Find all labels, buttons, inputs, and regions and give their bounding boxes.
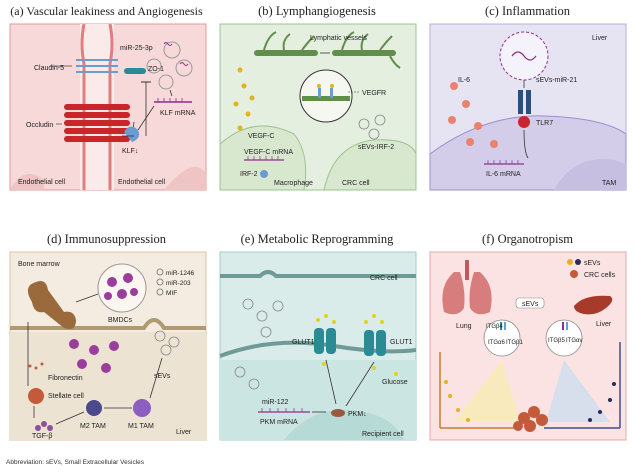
bmdcs-circle (97, 263, 147, 313)
sevs-box-label: sEVs (522, 301, 539, 308)
stellate-cell-label: Stellate cell (48, 393, 84, 400)
pkm-label: PKM↓ (348, 411, 367, 418)
bmdcs-label: BMDCs (108, 317, 133, 324)
itgav-label: ITGαv (566, 338, 582, 344)
lymphatic-vessels (254, 31, 401, 69)
legend-sevs-label: sEVs (584, 260, 601, 267)
itga6-label: ITGα6 (488, 340, 505, 346)
bone-marrow-label: Bone marrow (18, 261, 61, 268)
macrophage-cell (219, 125, 307, 191)
stellate-cell (28, 388, 44, 404)
irf-2-label: IRF-2 (240, 171, 258, 178)
tgf-b-label: TGF-β (32, 433, 52, 440)
glucose-dots (316, 314, 398, 376)
integrin-b5-sev (545, 319, 583, 357)
panel-e-title: (e) Metabolic Reprogramming (240, 232, 394, 246)
claudin-label: Claudin-5 (34, 65, 64, 72)
fibronectin-label: Fibronectin (48, 375, 83, 382)
liver-label-d: Liver (176, 429, 192, 436)
klf-protein (124, 126, 140, 142)
panel-e-metabolic: (e) Metabolic Reprogramming (214, 232, 420, 444)
crc-cell (323, 139, 417, 191)
panel-c-inflammation: (c) Inflammation Liver sEVs-miR-21 IL-6 … (424, 4, 631, 194)
panel-d-title: (d) Immunosuppression (46, 232, 167, 246)
il-6-dots (448, 82, 498, 148)
endothelial-cell-right-label: Endothelial cell (118, 179, 166, 186)
itgb1-label: ITGβ1 (506, 340, 523, 346)
mir-203-label: miR-203 (166, 280, 191, 287)
panel-c-title: (c) Inflammation (484, 4, 571, 18)
m2-tam-label: M2 TAM (80, 423, 106, 430)
klf-mrna-label: KLF mRNA (160, 110, 196, 117)
tam-label: TAM (602, 180, 616, 187)
panel-c-illustration: Liver sEVs-miR-21 IL-6 TLR7 IL-6 mRNA TA… (429, 23, 627, 191)
itgb5-label: ITGβ5 (548, 338, 565, 344)
crc-cell-label: CRC cell (342, 180, 370, 187)
occludin-proteins (64, 104, 130, 142)
bone-icon (27, 281, 76, 329)
endothelial-cell-left-label: Endothelial cell (18, 179, 66, 186)
liver-icon (574, 295, 613, 315)
panel-f-title: (f) Organotropism (481, 232, 574, 246)
liver-label: Liver (592, 35, 608, 42)
integrin-b4-sev (483, 319, 521, 357)
pkm-protein (331, 409, 345, 417)
lung-label: Lung (456, 323, 472, 330)
lung-icon (442, 260, 492, 315)
sevs-mir-21-label: sEVs-miR-21 (536, 77, 577, 84)
zo-1-label: ZO-1 (148, 66, 164, 73)
recipient-cell-label: Recipient cell (362, 431, 404, 438)
glucose-label: Glucose (382, 379, 408, 386)
panel-f-organotropism: (f) Organotropism (424, 232, 631, 444)
bmdcs-in-liver (69, 339, 119, 373)
sevs-cluster (146, 41, 193, 90)
m1-tam-label: M1 TAM (128, 423, 154, 430)
klf-label: KLF↓ (122, 148, 138, 155)
vegf-c-label: VEGF-C (248, 133, 274, 140)
tlr7-label: TLR7 (536, 120, 553, 127)
claudin-5-proteins (76, 59, 118, 73)
occludin-label: Occludin (26, 122, 53, 129)
glut1-transporter-left (314, 328, 336, 354)
liver-label-f: Liver (596, 321, 612, 328)
panel-d-illustration: Bone marrow miR-1246 miR-203 MIF BMDCs F… (9, 251, 207, 441)
panel-a-illustration: Claudin-5 miR-25-3p ZO-1 KLF mRNA Occlud… (9, 23, 207, 191)
tlr7-receptor (518, 90, 531, 128)
glut1-left-label: GLUT1 (292, 339, 315, 346)
panel-b-illustration: Lymphatic vessels VEGFR VEGF-C VEGF-C mR… (219, 23, 417, 191)
pkm-mrna-label: PKM mRNA (260, 419, 298, 426)
m2-tam-cell (86, 400, 102, 416)
panel-d-immunosuppression: (d) Immunosuppression (4, 232, 209, 444)
zo-1-protein (124, 68, 146, 74)
glut1-transporter-right (364, 330, 386, 356)
mif-label: MIF (166, 290, 177, 297)
sevs-irf-2-label: sEVs-IRF-2 (358, 144, 394, 151)
vegf-c-mrna-label: VEGF-C mRNA (244, 149, 293, 156)
panel-a-vascular: (a) Vascular leakiness and Angiogenesis (4, 4, 209, 194)
glut1-right-label: GLUT1 (390, 339, 413, 346)
crc-tumor-cluster (513, 406, 548, 432)
panel-a-title: (a) Vascular leakiness and Angiogenesis (10, 4, 203, 18)
crc-cell-label-e: CRC cell (370, 275, 398, 282)
legend-crc-label: CRC cells (584, 272, 616, 279)
panel-e-illustration: CRC cell GLUT1 GLUT1 Glucose miR-122 PKM… (219, 251, 417, 441)
il-6-label: IL-6 (458, 77, 470, 84)
panel-f-illustration: sEVs CRC cells Lung Liver sEVs ITGβ4 ITG… (429, 251, 627, 441)
mir-122-label: miR-122 (262, 399, 289, 406)
vegf-c-dots (233, 67, 255, 131)
lymphatic-vessels-label: Lymphatic vessels (310, 35, 367, 42)
panel-b-title: (b) Lymphangiogenesis (258, 4, 376, 18)
itgb4-label: ITGβ4 (486, 324, 503, 330)
vegfr-label: VEGFR (362, 90, 386, 97)
il-6-mrna-label: IL-6 mRNA (486, 171, 521, 178)
mir-1246-label: miR-1246 (166, 270, 195, 277)
m1-tam-cell (133, 399, 151, 417)
panel-b-lymphangiogenesis: (b) Lymphangiogenesis (214, 4, 420, 194)
macrophage-label: Macrophage (274, 180, 313, 187)
sevs-label: sEVs (154, 373, 171, 380)
mir-25-label: miR-25-3p (120, 45, 153, 52)
abbreviation-footer: Abbreviation: sEVs, Small Extracellular … (6, 459, 145, 466)
